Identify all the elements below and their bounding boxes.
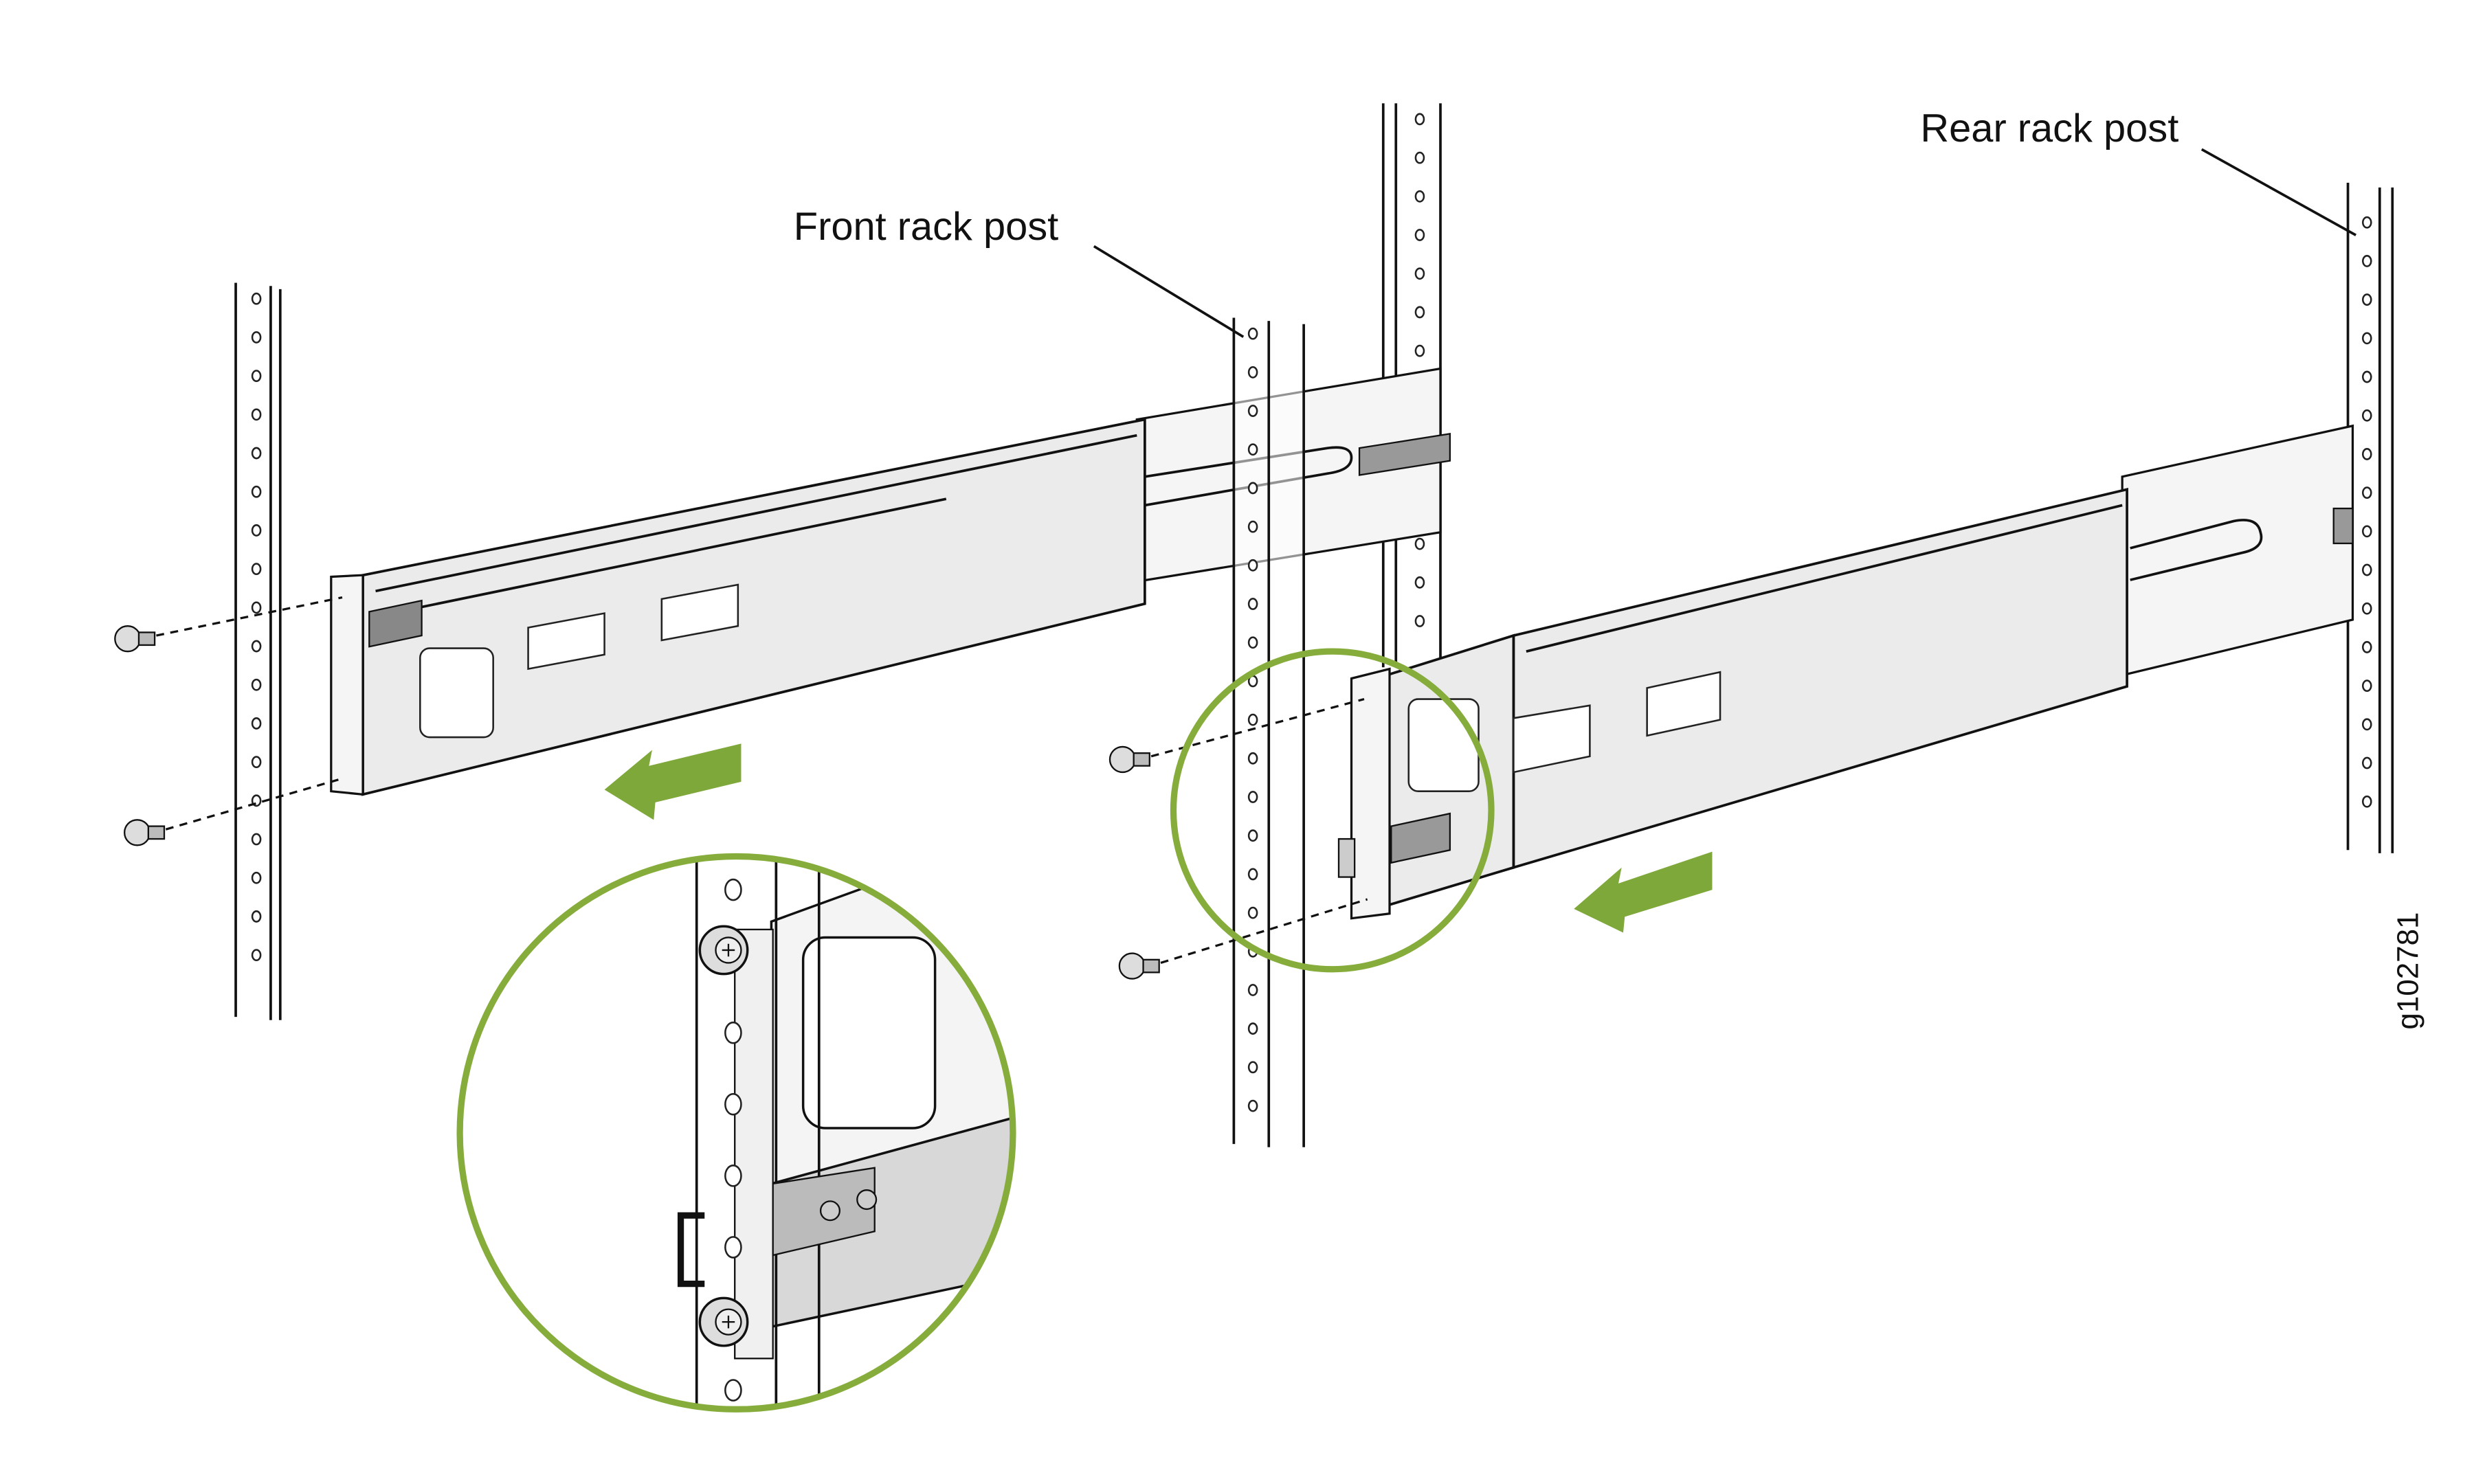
rack-hole — [2361, 293, 2372, 306]
slide-direction-arrow-icon — [1574, 851, 1713, 933]
screw-icon — [124, 819, 166, 846]
rack-hole — [1247, 327, 1258, 340]
rack-hole — [1414, 151, 1425, 164]
rear-rack-post-leader — [2200, 148, 2356, 236]
rack-hole — [251, 871, 262, 884]
rack-hole — [1247, 559, 1258, 572]
rack-hole — [2361, 718, 2372, 731]
rack-hole — [1247, 829, 1258, 842]
front-rack-post-label: Front rack post — [794, 205, 1058, 249]
rear-rack-post — [2346, 182, 2394, 853]
screw-icon — [698, 1296, 749, 1347]
rack-hole — [1414, 615, 1425, 627]
rack-hole — [251, 292, 262, 305]
front-rack-post — [1232, 317, 1305, 1147]
rack-hole — [2361, 409, 2372, 422]
rack-hole — [1247, 636, 1258, 649]
rack-hole — [724, 1021, 742, 1044]
rack-hole — [2361, 602, 2372, 615]
screw-icon — [1108, 745, 1150, 774]
rack-hole — [251, 563, 262, 576]
rack-hole — [251, 833, 262, 846]
rack-hole — [1414, 306, 1425, 319]
rack-hole — [2361, 641, 2372, 653]
rack-hole — [251, 408, 262, 421]
rack-hole — [2361, 370, 2372, 383]
rack-hole — [1247, 791, 1258, 803]
rack-hole — [2361, 448, 2372, 460]
rack-hole — [1247, 752, 1258, 765]
rack-hole — [1247, 713, 1258, 726]
rack-hole — [1247, 1099, 1258, 1112]
rack-hole — [1247, 984, 1258, 996]
rack-hole — [251, 331, 262, 344]
screw-icon — [698, 925, 749, 976]
rack-hole — [1247, 1022, 1258, 1035]
rack-hole — [251, 717, 262, 730]
rack-hole — [1247, 1061, 1258, 1074]
slide-direction-arrow-icon — [604, 743, 742, 820]
rack-hole — [1247, 906, 1258, 919]
rack-hole — [1247, 598, 1258, 610]
rack-hole — [1414, 267, 1425, 280]
rack-hole — [2361, 563, 2372, 576]
rack-hole — [2361, 679, 2372, 693]
rack-hole — [1414, 229, 1425, 241]
rear-rack-post-label: Rear rack post — [1920, 106, 2178, 150]
rack-hole — [2361, 332, 2372, 345]
rack-hole — [2361, 216, 2372, 229]
figure-id: g102781 — [2391, 912, 2425, 1030]
rack-hole — [1414, 537, 1425, 550]
rack-hole — [724, 878, 742, 901]
rack-hole — [724, 1092, 742, 1116]
left-front-post — [234, 282, 282, 1020]
right-rail — [1337, 424, 2354, 920]
rack-hole — [251, 370, 262, 383]
rack-hole — [1247, 366, 1258, 379]
rack-hole — [2361, 756, 2372, 769]
rack-hole — [251, 640, 262, 653]
rack-hole — [251, 756, 262, 769]
magnified-detail-circle — [456, 853, 1016, 1413]
rack-hole — [251, 678, 262, 691]
rack-hole — [1247, 868, 1258, 881]
rack-hole — [724, 1236, 742, 1259]
rack-hole — [724, 1165, 742, 1187]
rack-hole — [1247, 443, 1258, 456]
rack-hole — [251, 447, 262, 460]
screw-icon — [114, 625, 156, 653]
detail-callout-circle — [1170, 648, 1495, 973]
rack-hole — [1247, 482, 1258, 495]
rack-hole — [2361, 795, 2372, 808]
rack-hole — [251, 485, 262, 498]
detail-magnified-view — [460, 856, 1013, 1410]
screw-icon — [1118, 952, 1160, 980]
rack-hole — [251, 910, 262, 923]
rack-hole — [251, 524, 262, 537]
rack-hole — [1247, 405, 1258, 417]
rack-hole — [1247, 520, 1258, 533]
screws — [114, 596, 1368, 980]
rack-hole — [2361, 525, 2372, 538]
rack-hole — [1414, 190, 1425, 203]
rack-hole — [724, 1379, 742, 1402]
rack-hole — [2361, 486, 2372, 499]
rack-hole — [251, 601, 262, 614]
rack-hole — [251, 949, 262, 962]
rack-hole — [2361, 255, 2372, 267]
rack-hole — [1414, 576, 1425, 589]
front-rack-post-leader — [1093, 245, 1245, 338]
rack-hole — [1414, 344, 1425, 357]
rack-hole — [1414, 113, 1425, 126]
